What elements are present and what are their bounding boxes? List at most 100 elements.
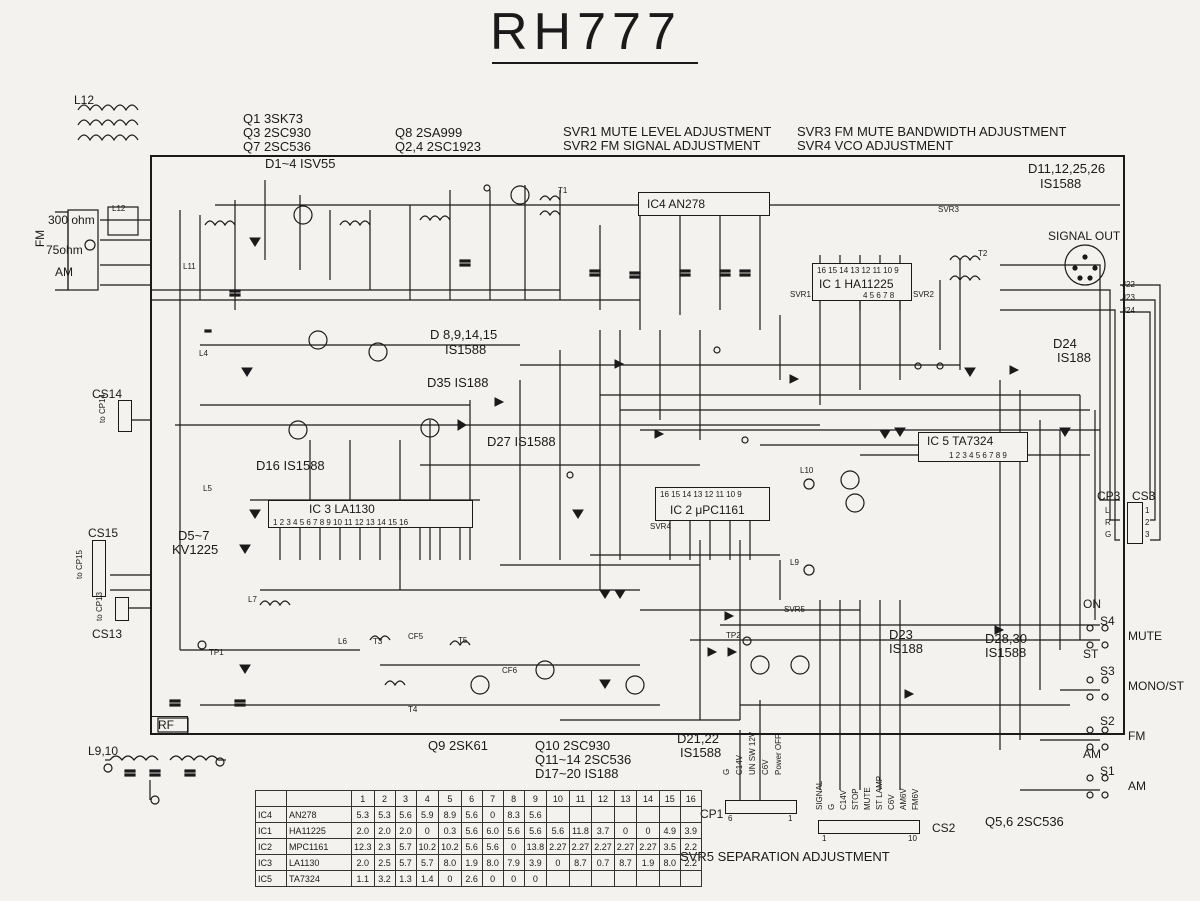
cs2-end-number: 10 (908, 834, 917, 843)
ic3-la1130: IC 3 LA1130 1 2 3 4 5 6 7 8 9 10 11 12 1… (268, 500, 473, 528)
connector-to-cp14: to CP14 (97, 394, 107, 423)
ic2-pins-top: 16 15 14 13 12 11 10 9 (660, 490, 742, 499)
trimmer-svr4: SVR4 (650, 522, 671, 531)
voltage-cell: 1.9 (636, 854, 660, 871)
cs2-pin-label: C14V (839, 789, 848, 810)
signal-out-label: SIGNAL OUT (1048, 229, 1121, 243)
voltage-pin-header: 2 (373, 790, 396, 807)
voltage-pin-header: 8 (502, 790, 525, 807)
cs2-end-number: 1 (822, 834, 827, 843)
voltage-pin-header: 16 (679, 790, 702, 807)
voltage-ic-part: LA1130 (286, 854, 352, 871)
switch-position-label: AM (1083, 747, 1101, 761)
transistor-q10: Q10 2SC930 (535, 738, 611, 753)
voltage-ic-part: AN278 (286, 806, 352, 823)
switch-s1: S1 (1100, 764, 1115, 778)
transistor-q3: Q3 2SC930 (243, 125, 311, 140)
diode-d21-22-type: IS1588 (680, 745, 722, 760)
adjustment-svr4: SVR4 VCO ADJUSTMENT (797, 138, 954, 153)
voltage-cell: 3.5 (658, 838, 681, 855)
diode-d21-22: D21,22 (677, 731, 719, 746)
voltage-cell: 0 (502, 870, 525, 887)
diode-d27: D27 IS1588 (487, 434, 556, 449)
voltage-cell: 0 (546, 854, 570, 871)
voltage-cell: 2.0 (351, 854, 375, 871)
voltage-pin-header: 6 (460, 790, 483, 807)
cp3-pin-label: G (1105, 530, 1112, 539)
transistor-q5-6: Q5,6 2SC536 (985, 814, 1064, 829)
cp3-pin-number: 2 (1145, 518, 1150, 527)
cs2-pin-label: FM6V (911, 788, 920, 810)
voltage-ic-part: TA7324 (286, 870, 352, 887)
transistor-q1: Q1 3SK73 (243, 111, 303, 126)
voltage-cell: 1.4 (415, 870, 440, 887)
cs2-pin-label: SIGNAL (815, 780, 824, 810)
voltage-cell: 2.27 (591, 838, 615, 855)
coil-l4: L4 (199, 349, 208, 358)
cs2-pin-label: G (827, 803, 836, 810)
voltage-pin-header: 11 (568, 790, 593, 807)
voltage-cell (591, 870, 615, 887)
jack-j22: J22 (1122, 280, 1135, 289)
ic2-upc1161: 16 15 14 13 12 11 10 9 IC 2 μPC1161 (655, 487, 770, 521)
transformer-t1: T1 (558, 186, 568, 195)
cs2-pin-label: C6V (887, 794, 896, 810)
voltage-cell: 0 (415, 822, 440, 839)
voltage-cell: 10.2 (438, 838, 462, 855)
voltage-cell: 2.27 (568, 838, 593, 855)
diode-d8-15-type: IS1588 (445, 342, 487, 357)
ic1-ha11225: 16 15 14 13 12 11 10 9 IC 1 HA11225 4 5 … (812, 263, 912, 301)
voltage-pin-header: 10 (546, 790, 570, 807)
diode-d23: D23 (889, 627, 913, 642)
voltage-cell: 2.27 (613, 838, 638, 855)
voltage-ic-id: IC1 (255, 822, 287, 839)
voltage-pin-header: 15 (658, 790, 681, 807)
adjustment-svr1: SVR1 MUTE LEVEL ADJUSTMENT (563, 124, 772, 139)
voltage-cell: 5.6 (523, 822, 548, 839)
coil-l5: L5 (203, 484, 212, 493)
voltage-cell: 5.3 (351, 806, 375, 823)
connector-cs13-body (115, 597, 129, 621)
voltage-cell (613, 806, 638, 823)
voltage-cell: 5.7 (394, 838, 417, 855)
voltage-cell (636, 806, 660, 823)
adjustment-svr2: SVR2 FM SIGNAL ADJUSTMENT (563, 138, 761, 153)
voltage-pin-header: 5 (438, 790, 462, 807)
voltage-cell: 1.1 (351, 870, 375, 887)
trimmer-svr2: SVR2 (913, 290, 934, 299)
connector-cs3-body (1127, 502, 1143, 544)
voltage-cell: 5.6 (460, 822, 483, 839)
switch-position-label: ST (1083, 647, 1099, 661)
voltage-cell (546, 806, 570, 823)
connector-cs15-body (92, 540, 106, 597)
voltage-cell: 2.0 (394, 822, 417, 839)
diode-d24: D24 (1053, 336, 1077, 351)
voltage-cell: 0 (481, 806, 504, 823)
trimmer-svr5: SVR5 (784, 605, 805, 614)
voltage-pin-header: 13 (613, 790, 638, 807)
voltage-cell: 8.7 (613, 854, 638, 871)
trimmer-svr1: SVR1 (790, 290, 811, 299)
voltage-cell (679, 870, 702, 887)
cp1-pin-label: C14V (735, 754, 744, 775)
coil-l12-top: L12 (74, 93, 95, 107)
voltage-cell: 3.9 (679, 822, 702, 839)
voltage-cell: 4.9 (658, 822, 681, 839)
voltage-cell: 5.6 (460, 806, 483, 823)
coil-l11: L11 (183, 262, 196, 271)
cp3-pin-number: 1 (1145, 506, 1150, 515)
transistor-q8: Q8 2SA999 (395, 125, 463, 140)
voltage-cell: 2.2 (679, 838, 702, 855)
voltage-cell: 10.2 (415, 838, 440, 855)
testpoint-tp1: TP1 (209, 648, 224, 657)
voltage-cell: 3.7 (591, 822, 615, 839)
transistor-q11-14: Q11~14 2SC536 (535, 752, 632, 767)
coil-l9: L9 (790, 558, 799, 567)
voltage-cell: 2.2 (679, 854, 702, 871)
voltage-ic-part: HA11225 (286, 822, 352, 839)
voltage-cell: 0 (523, 870, 548, 887)
